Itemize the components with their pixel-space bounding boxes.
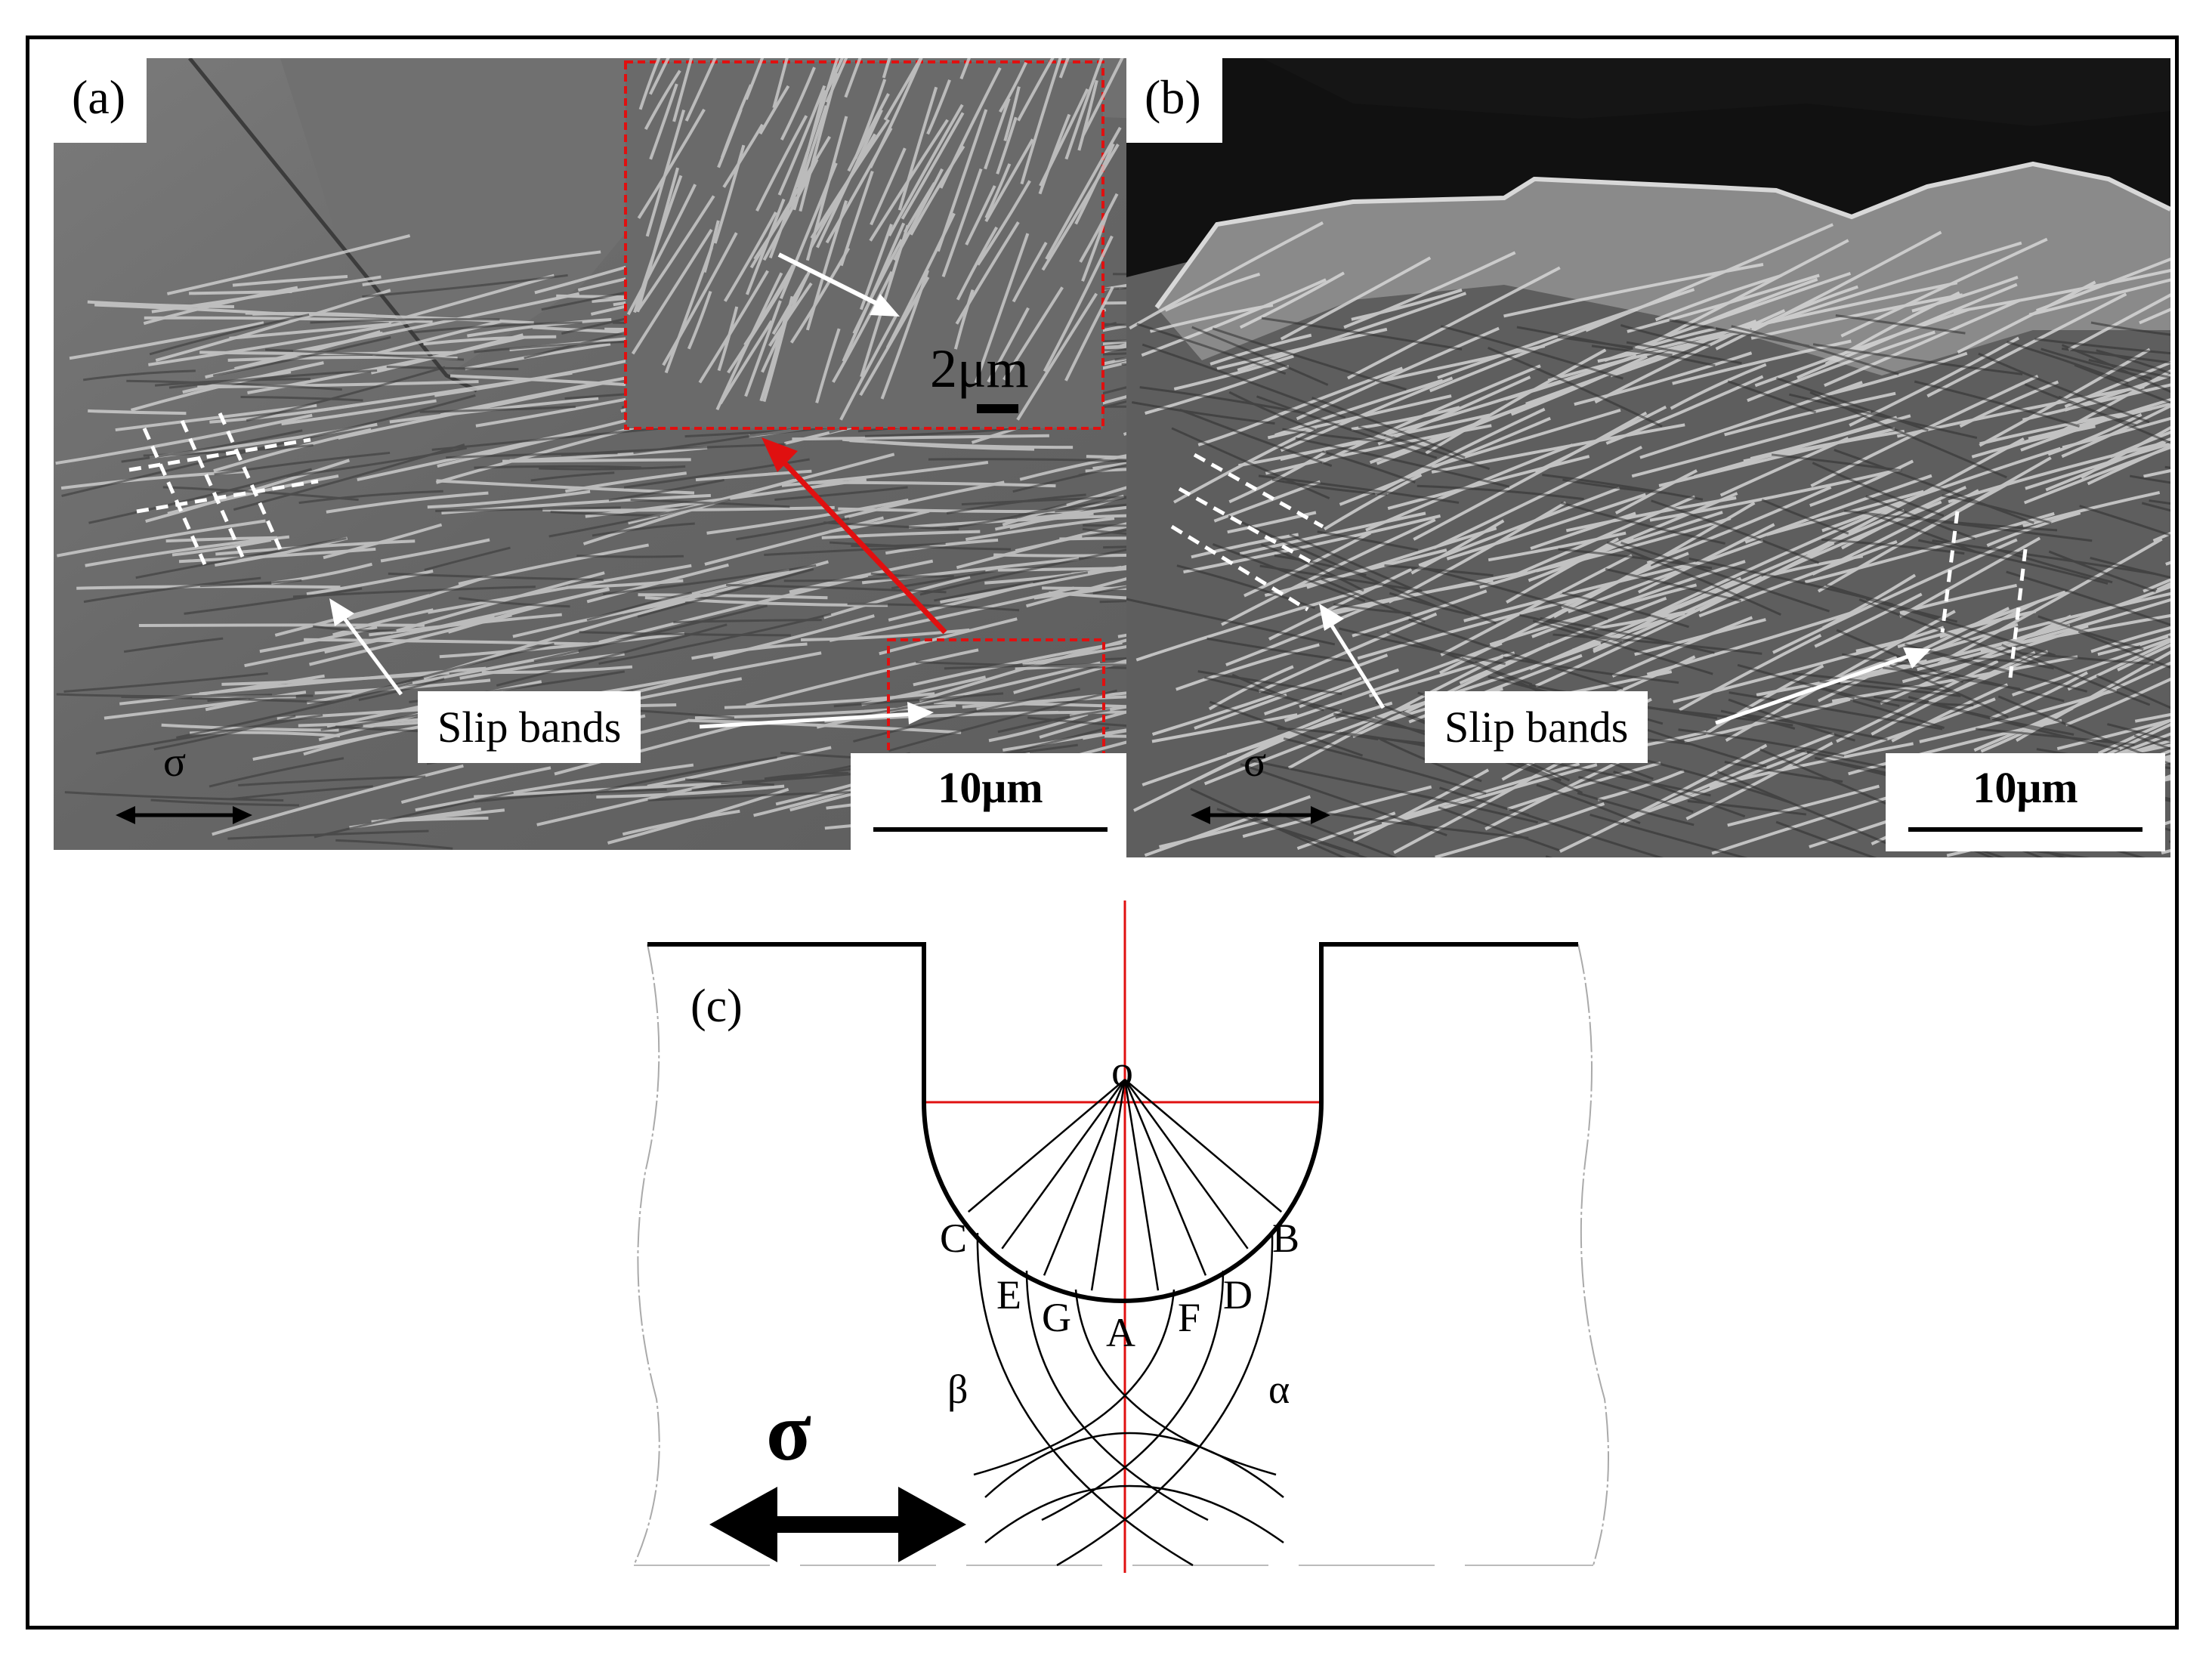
inset-scale-label: 2μm (930, 338, 1029, 399)
alpha-label: α (1268, 1367, 1290, 1412)
scale-bar-a-text: 10μm (938, 763, 1043, 812)
slip-bands-callout-b: Slip bands (1425, 691, 1648, 763)
sigma-label-b: σ (1243, 739, 1267, 786)
point-f-label: F (1178, 1295, 1200, 1340)
point-c-label: C (940, 1216, 967, 1261)
panel-c-label: (c) (690, 981, 743, 1032)
stress-direction-arrow (709, 1487, 966, 1562)
sem-texture-a (54, 58, 1142, 850)
scale-bar-b-text: 10μm (1973, 763, 2078, 812)
notch-outline (647, 942, 1578, 1303)
slip-line-arcs (973, 1232, 1284, 1567)
beta-label: β (947, 1367, 968, 1412)
slip-line-fan (967, 1079, 1283, 1291)
figure-frame: (a) Slip bands σ 2μm 10μm (26, 36, 2179, 1630)
point-g-label: G (1042, 1295, 1071, 1340)
panel-a-sem-image: (a) Slip bands σ 2μm 10μm (54, 58, 1142, 850)
slip-band-markers-a (128, 412, 319, 566)
slip-bands-callout-a: Slip bands (418, 691, 641, 763)
panel-b-label: (b) (1126, 58, 1222, 143)
scale-bar-b-line (1908, 827, 2142, 832)
point-d-label: D (1223, 1272, 1253, 1318)
point-b-label: B (1272, 1216, 1299, 1261)
point-a-label: A (1106, 1310, 1135, 1355)
panel-b-sem-image: (b) Slip bands σ 10μm (1126, 58, 2170, 857)
scale-bar-b: 10μm (1886, 753, 2165, 851)
point-e-label: E (996, 1272, 1021, 1318)
panel-c-diagram: (c) o C E G A F D B α β σ (633, 901, 1609, 1573)
scale-bar-a-line (873, 827, 1108, 832)
sem-texture-b (1126, 58, 2170, 857)
sigma-label-c: σ (766, 1386, 811, 1478)
slip-band-markers-b (1170, 453, 2028, 678)
panel-a-label: (a) (54, 58, 147, 143)
zoom-arrow (777, 455, 947, 635)
center-o-label: o (1111, 1046, 1133, 1095)
scale-bar-a: 10μm (851, 753, 1130, 850)
sigma-label-a: σ (163, 739, 187, 786)
